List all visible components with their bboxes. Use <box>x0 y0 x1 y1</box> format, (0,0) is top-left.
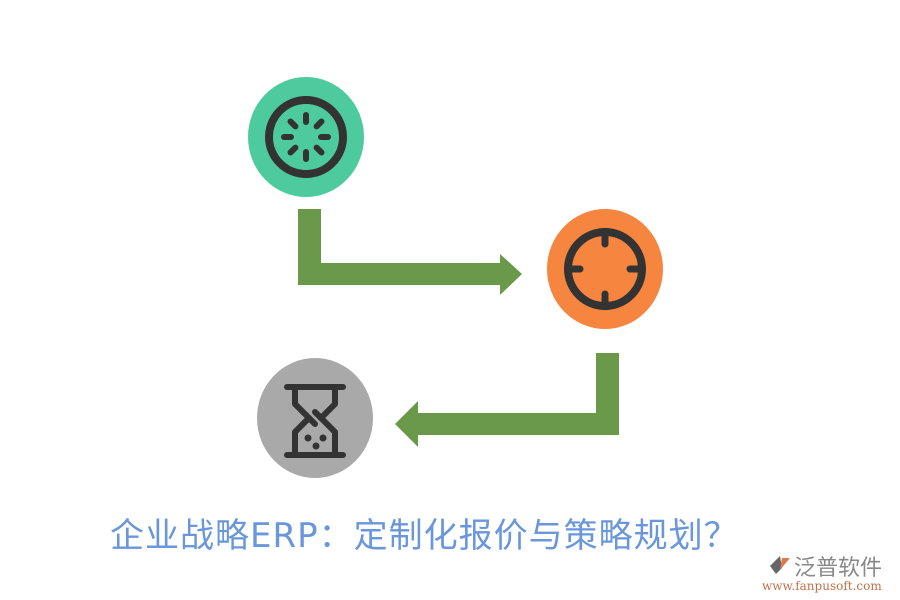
arrow-node1-to-node2 <box>298 209 522 295</box>
logo-url: www.fanpusoft.com <box>762 579 882 593</box>
arrow-node2-to-node3 <box>395 353 619 447</box>
fanpu-logo-icon <box>770 556 790 574</box>
logo-name: 泛普软件 <box>794 556 883 581</box>
loading-spinner-icon <box>265 96 347 178</box>
node-hourglass <box>257 358 373 478</box>
node-target <box>547 209 663 329</box>
hourglass-icon <box>284 384 346 458</box>
brand-logo[interactable]: 泛普软件 www.fanpusoft.com <box>762 550 897 598</box>
crosshair-target-icon <box>564 228 646 310</box>
page-title: 企业战略ERP：定制化报价与策略规划？ <box>110 516 739 556</box>
node-loading <box>248 77 364 197</box>
